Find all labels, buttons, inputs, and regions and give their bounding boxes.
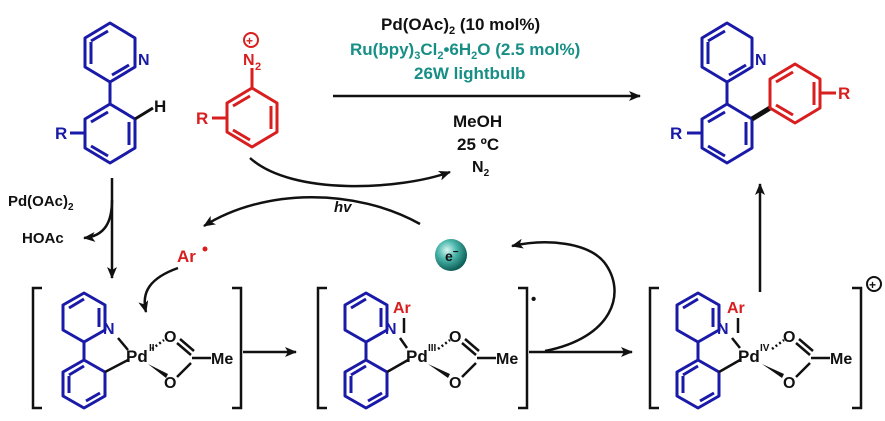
pd-ii-n-label: N bbox=[103, 321, 115, 338]
pd-iv-charge-sign: + bbox=[869, 278, 876, 292]
pd-ii-complex: N Pd II O O Me bbox=[31, 286, 243, 410]
r-group-label: R bbox=[55, 124, 67, 143]
product-r-label: R bbox=[670, 124, 682, 143]
pd-iv-oxygen-bottom: O bbox=[783, 375, 795, 392]
electron-label: e− bbox=[445, 247, 459, 264]
hoac-release-arrow bbox=[83, 199, 114, 242]
pd-iii-complex: • N Ar Pd III O O Me bbox=[316, 286, 536, 410]
photocatalyst-condition: Ru(bpy)3Cl2•6H2O (2.5 mol%) bbox=[350, 40, 580, 62]
pd-iv-n-label: N bbox=[717, 321, 729, 338]
light-source-condition: 26W lightbulb bbox=[414, 64, 525, 83]
product-ortho-arylated bbox=[687, 21, 772, 165]
pd-iv-right-bracket bbox=[852, 286, 863, 410]
reactant-aryldiazonium bbox=[212, 68, 279, 149]
pd-iii-aryl-label: Ar bbox=[393, 300, 411, 317]
catalyst-condition: Pd(OAc)2 (10 mol%) bbox=[381, 15, 540, 37]
pd-ii-methyl-label: Me bbox=[211, 351, 233, 368]
pd-iii-radical-dot: • bbox=[531, 291, 536, 308]
diazonium-n-label: N bbox=[243, 52, 255, 69]
pd-iii-oxygen-bottom: O bbox=[449, 375, 461, 392]
radical-addition-arrow bbox=[138, 266, 179, 313]
pd-iv-aryl-label: Ar bbox=[727, 300, 745, 317]
aryl-radical-label: Ar bbox=[177, 247, 196, 266]
pd-ii-right-bracket bbox=[232, 286, 243, 410]
electron-transfer-arrow bbox=[511, 238, 616, 353]
product-aryl-r-label: R bbox=[838, 84, 850, 103]
hoac-byproduct-label: HOAc bbox=[22, 230, 64, 247]
electron-sphere bbox=[435, 239, 467, 271]
pd-iii-n-label: N bbox=[385, 321, 397, 338]
pd-ii-left-bracket bbox=[31, 286, 42, 410]
pd-iii-methyl-label: Me bbox=[496, 351, 518, 368]
pd-iii-left-bracket bbox=[316, 286, 327, 410]
pd-iii-right-bracket bbox=[518, 286, 529, 410]
pd-iii-oxygen-top: O bbox=[449, 329, 461, 346]
pyridine-n-label: N bbox=[138, 52, 150, 69]
pd-iv-charge-circle bbox=[866, 276, 882, 292]
reactant-phenylpyridine bbox=[70, 21, 154, 165]
pd-iv-complex: + N Ar Pd IV O O Me bbox=[648, 276, 882, 410]
photon-hv-label: hv bbox=[334, 199, 353, 216]
diazonium-plus-sign: + bbox=[246, 34, 253, 48]
solvent-condition: MeOH bbox=[453, 112, 502, 131]
pd-iii-metal-label: Pd bbox=[406, 347, 428, 366]
pd-iii-oxidation-state: III bbox=[428, 343, 437, 354]
diazonium-r-label: R bbox=[196, 109, 208, 128]
pd-iv-oxygen-top: O bbox=[783, 329, 795, 346]
n2-release-arrow bbox=[249, 157, 451, 188]
pd-ii-oxygen-bottom: O bbox=[164, 375, 176, 392]
product-pyridine-n-label: N bbox=[755, 52, 767, 69]
diazonium-n-subscript: 2 bbox=[255, 61, 261, 73]
pd-ii-metal-label: Pd bbox=[126, 347, 148, 366]
pd-iv-oxidation-state: IV bbox=[760, 343, 770, 354]
pd-iv-metal-label: Pd bbox=[738, 347, 760, 366]
diazonium-charge-circle bbox=[243, 32, 259, 48]
ortho-h-label: H bbox=[154, 97, 166, 116]
n2-byproduct-label: N2 bbox=[472, 159, 490, 179]
pd-iv-left-bracket bbox=[648, 286, 659, 410]
product-new-aryl-ring bbox=[768, 62, 836, 125]
aryl-radical-dot bbox=[202, 246, 208, 252]
temperature-condition: 25 ºC bbox=[457, 135, 499, 154]
pd-ii-oxygen-top: O bbox=[164, 329, 176, 346]
pdoac2-reagent-label: Pd(OAc)2 bbox=[8, 193, 74, 213]
aryl-radical-formation-arrow bbox=[203, 196, 421, 228]
pd-iv-methyl-label: Me bbox=[830, 351, 852, 368]
